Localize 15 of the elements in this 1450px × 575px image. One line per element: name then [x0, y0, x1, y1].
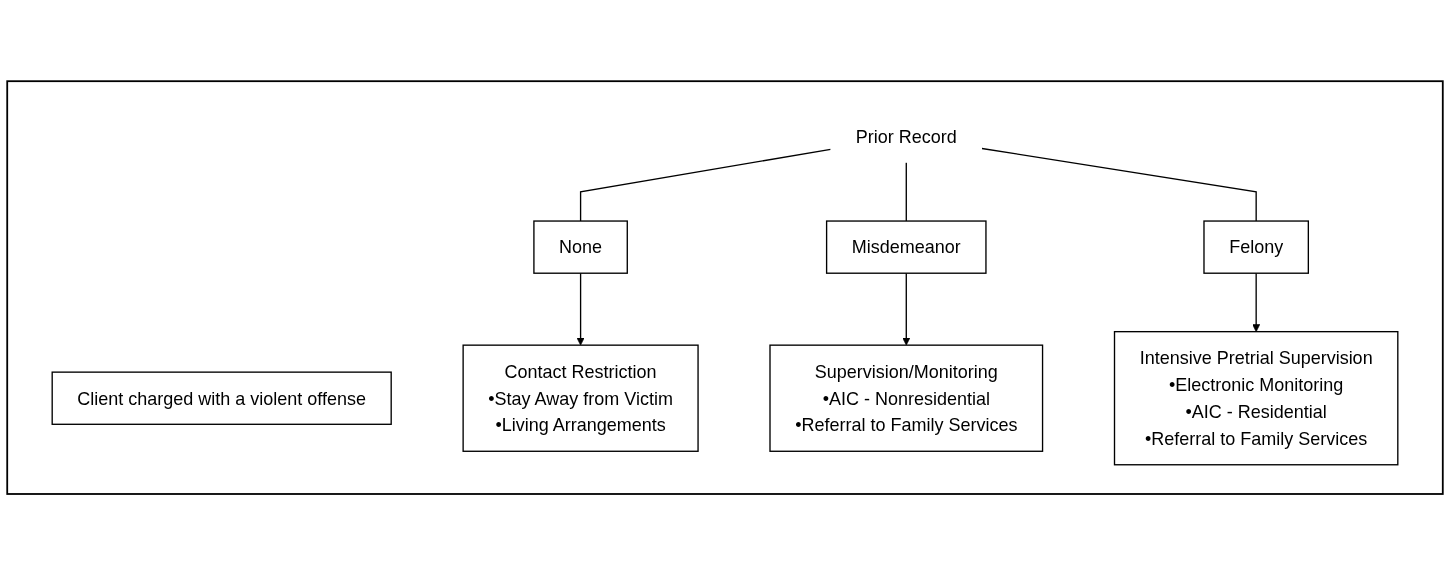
node-box: Client charged with a violent offense	[51, 371, 392, 425]
node-box: Contact Restriction •Stay Away from Victim •Living Arrangements	[462, 344, 699, 452]
arrow	[576, 272, 585, 346]
connector	[905, 161, 907, 222]
connector	[981, 147, 1257, 222]
arrow	[1252, 272, 1261, 332]
node-text: Prior Record	[855, 126, 957, 147]
node-box: Felony	[1203, 220, 1309, 274]
node-box: Supervision/Monitoring •AIC - Nonresidential •Referral to Family Services	[769, 344, 1044, 452]
arrow	[902, 272, 911, 346]
node-box: None	[533, 220, 628, 274]
cluster	[6, 80, 1444, 495]
node-box: Intensive Pretrial Supervision •Electronic Monitoring •AIC - Residential •Referral to Family Services	[1113, 330, 1399, 466]
connector	[579, 148, 832, 222]
node-box: Misdemeanor	[825, 220, 987, 274]
